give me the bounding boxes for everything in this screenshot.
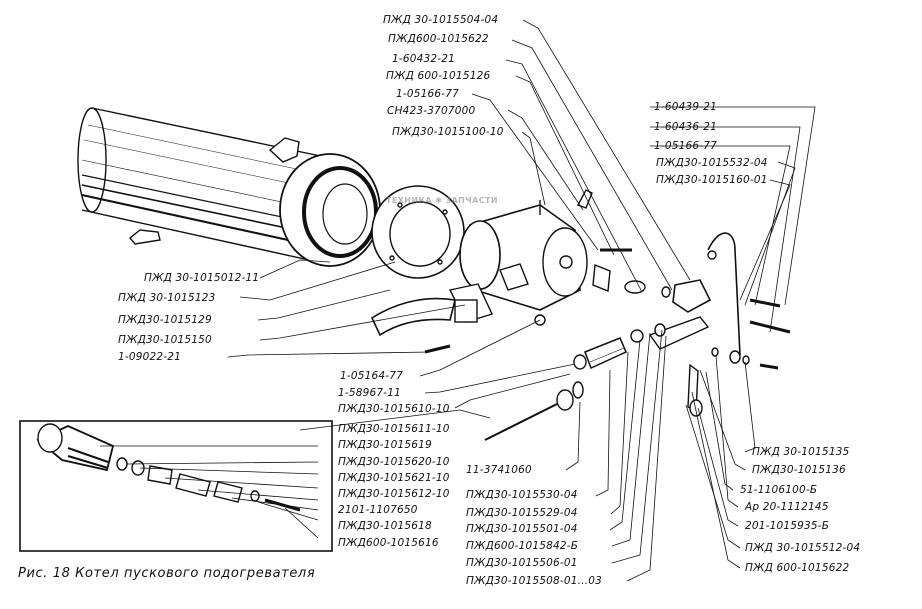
boiler-cylinder [77,107,381,267]
label-left-2: ПЖД30-1015129 [118,314,212,326]
bolts [424,189,791,370]
exhaust-pipe [370,283,493,337]
label-bottom-center-3: ПЖД30-1015501-04 [466,523,578,535]
label-right-top-1: 1-60436-21 [654,121,718,133]
label-top-6: ПЖД30-1015100-10 [392,126,504,138]
burner-head [459,200,588,311]
label-inset-0: ПЖД30-1015611-10 [338,423,450,435]
label-right-top-4: ПЖД30-1015160-01 [656,174,768,186]
label-bottom-right-0: ПЖД 30-1015135 [752,446,850,458]
label-bottom-right-6: ПЖД 600-1015622 [745,562,850,574]
label-left-1: ПЖД 30-1015123 [118,292,216,304]
label-inset-1: ПЖД30-1015619 [338,439,432,451]
label-inset-4: ПЖД30-1015612-10 [338,488,450,500]
label-right-top-2: 1-05166-77 [654,140,718,152]
label-center-1: 1-58967-11 [338,387,402,399]
label-bottom-right-3: Ар 20-1112145 [745,501,829,513]
figure-caption: Рис. 18 Котел пускового подогревателя [18,566,316,581]
label-center-0: 1-05164-77 [340,370,404,382]
label-left-3: ПЖД30-1015150 [118,334,212,346]
watermark-text: ТЕХНИКА ✱ ЗАПЧАСТИ [386,196,498,205]
label-bottom-right-5: ПЖД 30-1015512-04 [745,542,861,554]
label-bottom-right-2: 51-1106100-Б [740,484,818,496]
label-inset-6: ПЖД30-1015618 [338,520,432,532]
label-top-4: 1-05166-77 [396,88,460,100]
label-top-2: 1-60432-21 [392,53,456,65]
label-inset-7: ПЖД600-1015616 [338,537,439,549]
leader-lines [100,19,816,582]
label-inset-2: ПЖД30-1015620-10 [338,456,450,468]
label-right-top-0: 1-60439-21 [654,101,718,113]
valve-assembly [648,232,750,365]
label-bottom-center-1: ПЖД30-1015530-04 [466,489,578,501]
label-right-top-3: ПЖД30-1015532-04 [656,157,768,169]
label-bottom-center-4: ПЖД600-1015842-Б [466,540,579,552]
label-top-5: СН423-3707000 [387,105,476,117]
label-top-3: ПЖД 600-1015126 [386,70,491,82]
label-bottom-right-4: 201-1015935-Б [745,520,830,532]
label-top-1: ПЖД600-1015622 [388,33,489,45]
label-bottom-center-6: ПЖД30-1015508-01...03 [466,575,603,587]
igniter [484,323,703,441]
label-bottom-center-5: ПЖД30-1015506-01 [466,557,578,569]
label-center-2: ПЖД30-1015610-10 [338,403,450,415]
gasket [371,185,465,279]
label-top-0: ПЖД 30-1015504-04 [383,14,499,26]
label-bottom-center-0: 11-3741060 [466,464,532,476]
label-bottom-center-2: ПЖД30-1015529-04 [466,507,578,519]
label-bottom-right-1: ПЖД30-1015136 [752,464,846,476]
label-left-4: 1-09022-21 [118,351,182,363]
label-left-0: ПЖД 30-1015012-11 [144,272,260,284]
label-inset-3: ПЖД30-1015621-10 [338,472,450,484]
label-inset-5: 2101-1107650 [338,504,418,516]
